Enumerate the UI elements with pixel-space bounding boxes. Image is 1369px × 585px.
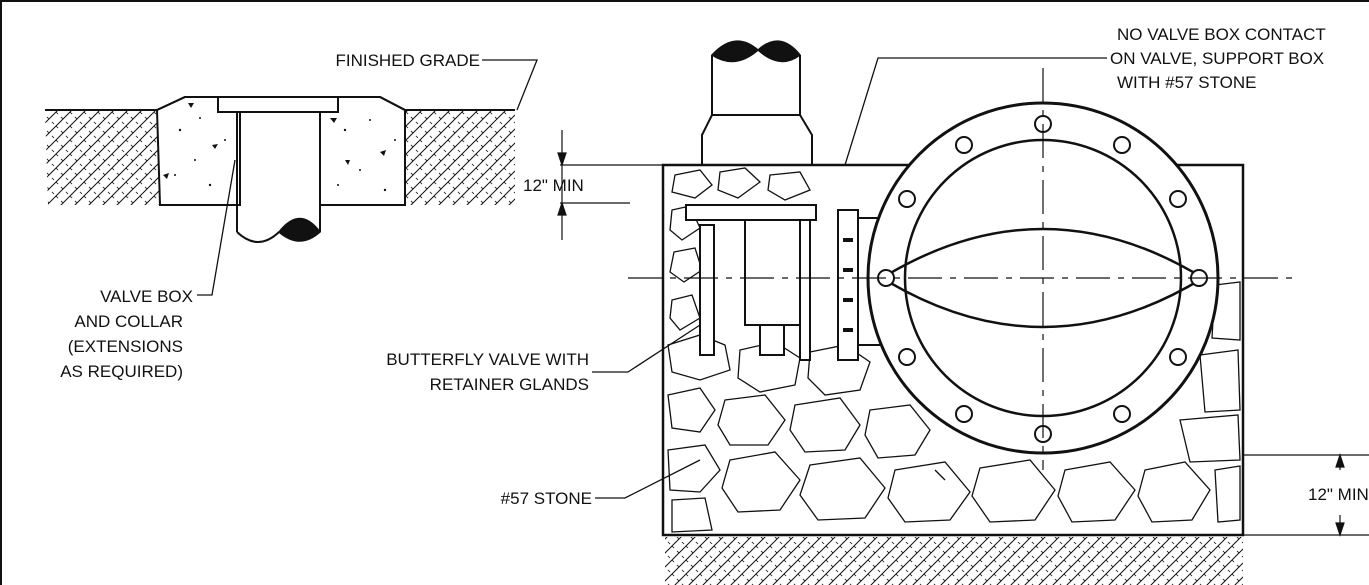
centerlines [628, 68, 1300, 470]
dimension-left [557, 130, 663, 240]
min-cover-label-left: 12" MIN [523, 176, 584, 195]
no-contact-label-line3: WITH #57 STONE [1117, 73, 1257, 92]
no-contact-label-line2: ON VALVE, SUPPORT BOX [1110, 49, 1324, 68]
butterfly-label-line2: RETAINER GLANDS [430, 375, 589, 394]
soil-hatch-right [405, 110, 515, 205]
stone-label: #57 STONE [501, 489, 592, 508]
valve-box-label-line1: VALVE BOX [100, 287, 193, 306]
leader-lines [197, 57, 1107, 499]
no-contact-label-line1: NO VALVE BOX CONTACT [1117, 25, 1326, 44]
butterfly-label-line1: BUTTERFLY VALVE WITH [386, 350, 589, 369]
operator-riser [701, 40, 813, 165]
valve-body [685, 204, 880, 361]
valve-box-collar-detail [45, 96, 515, 243]
min-cover-label-right: 12" MIN [1308, 485, 1369, 504]
valve-box-label-line2: AND COLLAR [74, 312, 183, 331]
butterfly-valve-detail [628, 40, 1300, 585]
finished-grade-label: FINISHED GRADE [335, 51, 480, 70]
concrete-collar [155, 96, 406, 206]
dimension-right [1243, 453, 1369, 537]
soil-hatch-left [45, 110, 160, 205]
valve-box-label-line3: (EXTENSIONS [68, 337, 183, 356]
valve-box-label-line4: AS REQUIRED) [60, 362, 183, 381]
subgrade-hatch [665, 537, 1243, 585]
